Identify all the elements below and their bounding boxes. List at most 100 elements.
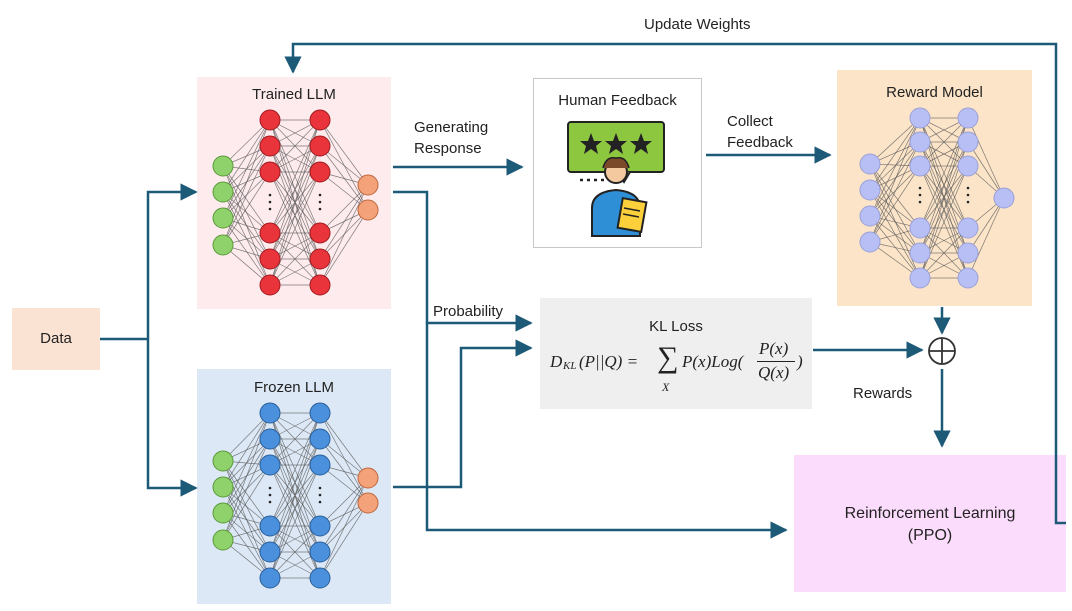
trained-llm-connection bbox=[319, 145, 369, 211]
trained-llm-connection bbox=[222, 165, 271, 234]
frozen-llm-connection bbox=[222, 438, 271, 541]
trained-llm-connection bbox=[222, 171, 271, 246]
frozen-llm-node bbox=[357, 492, 379, 514]
rl-label-line1: Reinforcement Learning bbox=[844, 505, 1016, 522]
frozen-llm-node bbox=[309, 541, 331, 563]
trained-llm-connection bbox=[319, 119, 369, 186]
frac-bar bbox=[757, 361, 795, 362]
frozen-llm-node bbox=[259, 567, 281, 589]
frozen-llm-connection bbox=[222, 412, 271, 462]
formula-lhs: D bbox=[550, 352, 563, 371]
reward-model-connection bbox=[869, 189, 921, 279]
reward-model-ellipsis bbox=[918, 193, 922, 197]
trained-llm-node bbox=[357, 174, 379, 196]
reward-model-connection bbox=[919, 227, 969, 279]
plus-circle-icon bbox=[928, 337, 956, 365]
sum-index: X bbox=[662, 380, 670, 394]
reward-model-connection bbox=[967, 117, 1005, 199]
reward-model-node bbox=[909, 131, 931, 153]
frozen-llm-node bbox=[212, 529, 234, 551]
reward-model-connection bbox=[869, 165, 921, 217]
trained-llm-title: Trained LLM bbox=[252, 86, 336, 103]
frozen-llm-connection bbox=[319, 438, 369, 504]
trained-llm-connection bbox=[269, 119, 321, 173]
reward-model-node bbox=[909, 107, 931, 129]
frozen-llm-node bbox=[309, 402, 331, 424]
reward-model-connection bbox=[967, 197, 1005, 254]
trained-llm-ellipsis bbox=[318, 193, 322, 197]
human-feedback-icon bbox=[567, 121, 665, 237]
reward-model-ellipsis bbox=[966, 200, 970, 204]
label-probability: Probability bbox=[433, 303, 504, 320]
reward-model-connection bbox=[869, 141, 921, 191]
edge-to-trained bbox=[146, 183, 198, 339]
trained-llm-ellipsis bbox=[318, 207, 322, 211]
reward-model-node bbox=[859, 231, 881, 253]
reward-model-connection bbox=[869, 163, 921, 229]
reward-model-connection bbox=[967, 141, 1005, 199]
frozen-llm-connection bbox=[269, 525, 321, 579]
human-feedback-title: Human Feedback bbox=[558, 92, 677, 109]
trained-llm-connection bbox=[319, 209, 369, 286]
trained-llm-node bbox=[309, 161, 331, 183]
sum-symbol: ∑ bbox=[657, 341, 679, 374]
reward-model-connection bbox=[869, 189, 921, 254]
frozen-llm-node bbox=[309, 567, 331, 589]
frozen-llm-node bbox=[309, 428, 331, 450]
trained-llm-connection bbox=[222, 145, 271, 246]
trained-llm-ellipsis bbox=[318, 200, 322, 204]
reward-model-ellipsis bbox=[966, 186, 970, 190]
trained-llm-connection bbox=[319, 184, 369, 286]
reward-model-node bbox=[957, 155, 979, 177]
reward-model-ellipsis bbox=[966, 193, 970, 197]
frozen-llm-ellipsis bbox=[268, 493, 272, 497]
reward-model-node bbox=[957, 107, 979, 129]
kl-loss-box bbox=[540, 298, 812, 409]
formula-end: ) bbox=[797, 352, 803, 371]
reward-model-node bbox=[909, 267, 931, 289]
formula-sub: KL bbox=[563, 360, 577, 372]
data-box bbox=[12, 308, 100, 370]
trained-llm-node bbox=[259, 274, 281, 296]
rl-box bbox=[794, 455, 1066, 592]
frozen-llm-ellipsis bbox=[318, 486, 322, 490]
label-update-weights: Update Weights bbox=[644, 16, 751, 33]
reward-model-connection bbox=[967, 197, 1005, 279]
frozen-llm-node bbox=[259, 541, 281, 563]
frozen-llm-title: Frozen LLM bbox=[253, 379, 335, 396]
reward-model-node bbox=[859, 205, 881, 227]
reward-model-connection bbox=[869, 117, 921, 217]
frozen-llm-node bbox=[309, 515, 331, 537]
frozen-llm-node bbox=[309, 454, 331, 476]
label-rewards: Rewards bbox=[853, 385, 913, 402]
reward-model-node bbox=[993, 187, 1015, 209]
trained-llm-node bbox=[212, 234, 234, 256]
reward-model-connection bbox=[919, 117, 969, 167]
trained-llm-node bbox=[212, 207, 234, 229]
frozen-llm-connection bbox=[269, 464, 321, 579]
trained-llm-node bbox=[309, 135, 331, 157]
trained-llm-connection bbox=[319, 119, 369, 211]
frozen-llm-node bbox=[259, 402, 281, 424]
reward-model-connection bbox=[869, 117, 921, 191]
reward-model-connection bbox=[869, 141, 921, 217]
trained-llm-node bbox=[309, 109, 331, 131]
frozen-llm-connection bbox=[222, 412, 271, 488]
trained-llm-node bbox=[259, 135, 281, 157]
reward-model-node bbox=[909, 155, 931, 177]
trained-llm-node bbox=[212, 155, 234, 177]
reward-model-ellipsis bbox=[918, 200, 922, 204]
kl-formula: D KL (P||Q) = ∑ X P(x)Log( P(x) Q(x) ) bbox=[550, 338, 810, 400]
frozen-llm-connection bbox=[319, 477, 369, 527]
reward-model-node bbox=[957, 217, 979, 239]
reward-model-node bbox=[957, 242, 979, 264]
edge-probability bbox=[393, 190, 533, 332]
neural-networks bbox=[212, 107, 1015, 589]
reward-model-node bbox=[909, 242, 931, 264]
rl-label-line2: (PPO) bbox=[907, 527, 953, 544]
frozen-llm-node bbox=[212, 502, 234, 524]
trained-llm-connection bbox=[222, 119, 271, 193]
frozen-llm-node bbox=[259, 515, 281, 537]
reward-model-connection bbox=[869, 215, 921, 279]
frozen-llm-connection bbox=[222, 460, 271, 527]
